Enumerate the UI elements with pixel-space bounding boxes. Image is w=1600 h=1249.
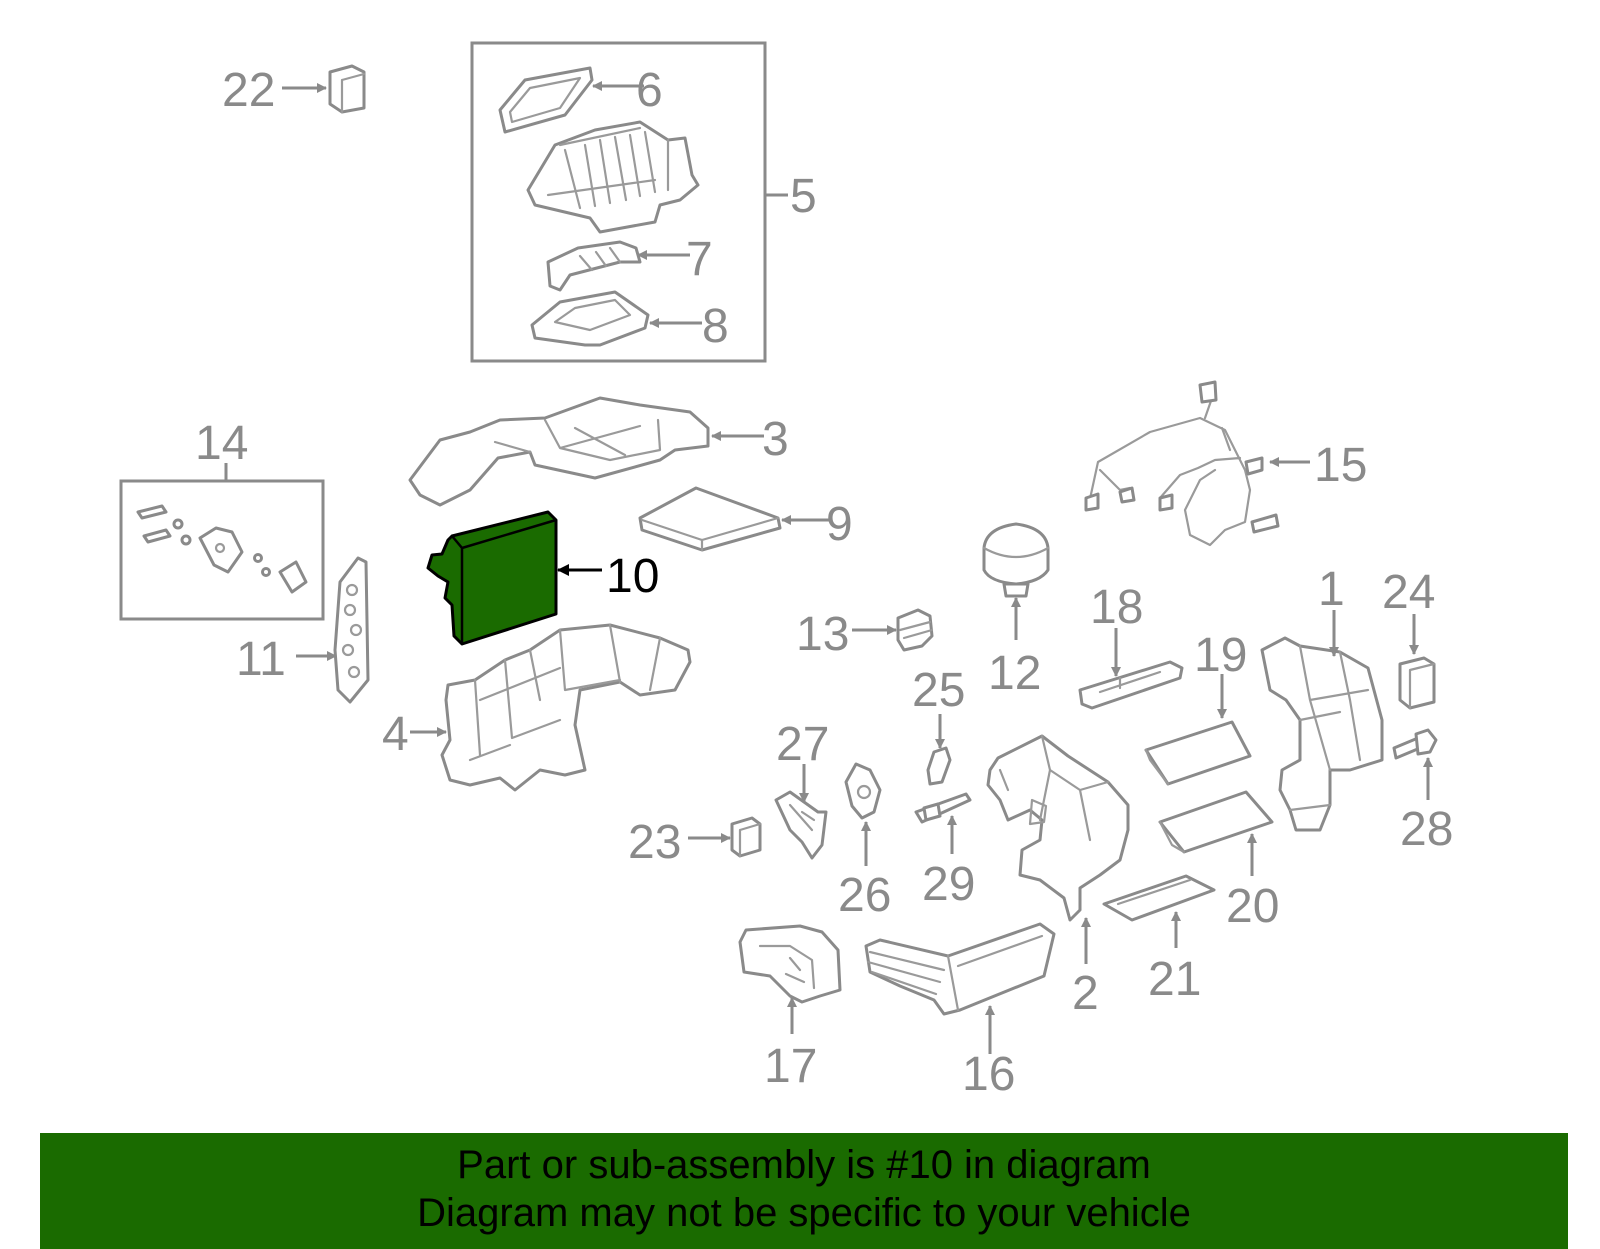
callout-29[interactable]: 29 <box>922 858 975 911</box>
part-8-frame[interactable] <box>530 290 650 347</box>
part-2-case-half[interactable] <box>986 734 1130 922</box>
part-14-hardware-kit[interactable] <box>136 504 308 594</box>
callout-21[interactable]: 21 <box>1148 953 1201 1006</box>
callout-13[interactable]: 13 <box>796 608 849 661</box>
callout-25[interactable]: 25 <box>912 664 965 717</box>
parts-diagram: 5 22 6 7 8 3 9 <box>119 41 1453 1101</box>
callout-22[interactable]: 22 <box>222 64 275 117</box>
callout-19[interactable]: 19 <box>1194 629 1247 682</box>
part-27-duct[interactable] <box>774 790 828 860</box>
callout-10[interactable]: 10 <box>606 550 659 603</box>
part-26-bracket[interactable] <box>844 762 882 820</box>
part-23-sensor[interactable] <box>730 816 762 858</box>
callout-2[interactable]: 2 <box>1072 967 1099 1020</box>
part-9-filter[interactable] <box>638 486 782 552</box>
part-13-resistor[interactable] <box>896 608 934 652</box>
callout-27[interactable]: 27 <box>776 718 829 771</box>
part-5-blower-housing[interactable] <box>526 120 700 234</box>
part-18-door[interactable] <box>1078 660 1184 710</box>
part-10-evaporator[interactable] <box>426 510 558 646</box>
part-6-seal[interactable] <box>498 66 594 134</box>
callout-6[interactable]: 6 <box>636 64 663 117</box>
notice-banner: Part or sub-assembly is #10 in diagram D… <box>40 1133 1568 1249</box>
part-25-actuator[interactable] <box>926 746 952 786</box>
callout-28[interactable]: 28 <box>1400 803 1453 856</box>
callout-4[interactable]: 4 <box>382 708 409 761</box>
callout-15[interactable]: 15 <box>1314 439 1367 492</box>
part-3-upper-case[interactable] <box>408 396 710 507</box>
banner-line-1: Part or sub-assembly is #10 in diagram <box>457 1143 1151 1187</box>
part-22-connector[interactable] <box>328 64 366 114</box>
part-15-wiring-harness[interactable] <box>1084 380 1280 547</box>
callout-23[interactable]: 23 <box>628 816 681 869</box>
callout-8[interactable]: 8 <box>702 300 729 353</box>
callout-18[interactable]: 18 <box>1090 581 1143 634</box>
callout-16[interactable]: 16 <box>962 1048 1015 1101</box>
part-1-heater-case[interactable] <box>1260 636 1384 832</box>
callout-20[interactable]: 20 <box>1226 880 1279 933</box>
callout-14[interactable]: 14 <box>195 417 248 470</box>
banner-line-2: Diagram may not be specific to your vehi… <box>417 1191 1191 1235</box>
part-19-door[interactable] <box>1144 720 1252 786</box>
callout-12[interactable]: 12 <box>988 647 1041 700</box>
callout-3[interactable]: 3 <box>762 413 789 466</box>
callout-5[interactable]: 5 <box>790 170 817 223</box>
part-20-door[interactable] <box>1158 790 1274 854</box>
callout-24[interactable]: 24 <box>1382 566 1435 619</box>
part-16-heater-core[interactable] <box>864 922 1056 1016</box>
callout-7[interactable]: 7 <box>686 233 713 286</box>
part-7-duct[interactable] <box>546 240 642 292</box>
part-24-module[interactable] <box>1398 656 1436 710</box>
callout-9[interactable]: 9 <box>826 498 853 551</box>
part-12-blower-motor[interactable] <box>982 522 1050 598</box>
callout-11[interactable]: 11 <box>236 633 286 686</box>
assembly-box-5 <box>470 41 767 363</box>
part-29-rod[interactable] <box>914 792 972 824</box>
callout-17[interactable]: 17 <box>764 1040 817 1093</box>
callout-1[interactable]: 1 <box>1318 563 1345 616</box>
callout-26[interactable]: 26 <box>838 869 891 922</box>
part-21-door[interactable] <box>1102 874 1216 922</box>
part-4-lower-case[interactable] <box>440 623 692 792</box>
part-17-duct[interactable] <box>738 924 842 1004</box>
assembly-box-14 <box>119 479 325 621</box>
part-11-gasket[interactable] <box>333 556 370 704</box>
part-28-bolt[interactable] <box>1392 728 1438 760</box>
